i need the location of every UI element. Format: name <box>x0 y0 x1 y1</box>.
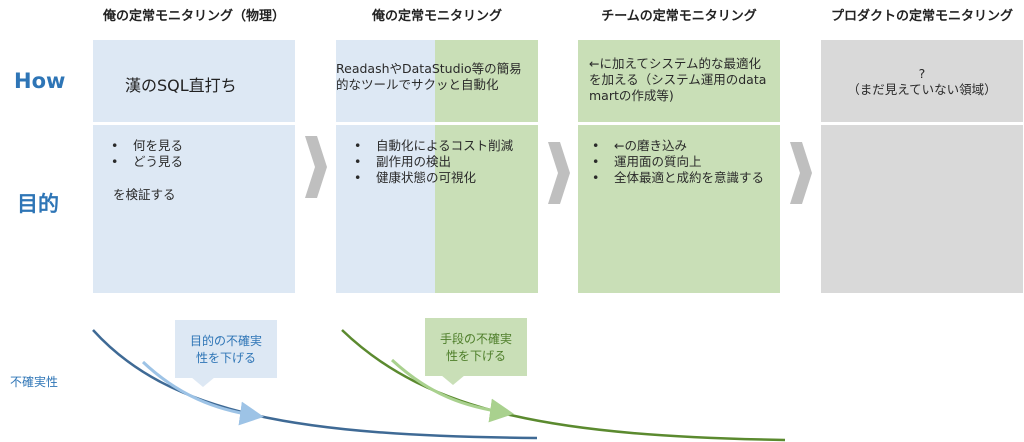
how-note-product: （まだ見えていない領域） <box>847 82 997 97</box>
how-text-mine: ReadashやDataStudio等の簡易的なツールでサクッと自動化 <box>336 61 522 92</box>
how-panel-mine: ReadashやDataStudio等の簡易的なツールでサクッと自動化 <box>336 40 538 122</box>
column-title-product: プロダクトの定常モニタリング <box>830 9 1013 24</box>
how-text-team: ←に加えてシステム的な最適化を加える（システム運用のdata martの作成等) <box>589 56 767 103</box>
purpose-panel-team: ←の磨き込み 運用面の質向上 全体最適と成約を意識する <box>578 125 780 293</box>
list-item: 何を見る <box>111 138 183 154</box>
purpose-panel-physical: 何を見る どう見る を検証する <box>93 125 295 293</box>
green-arrow <box>390 358 514 423</box>
callout-blue-pointer <box>191 377 215 387</box>
purpose-panel-product <box>821 125 1023 293</box>
how-question-product: ? <box>918 66 926 81</box>
list-item: ←の磨き込み <box>592 138 772 154</box>
callout-green-pointer <box>441 375 465 385</box>
how-panel-team: ←に加えてシステム的な最適化を加える（システム運用のdata martの作成等) <box>578 40 780 122</box>
callout-green: 手段の不確実性を下げる <box>425 318 527 376</box>
how-panel-product: ? （まだ見えていない領域） <box>821 40 1023 122</box>
list-item: 運用面の質向上 <box>592 154 772 170</box>
row-label-purpose: 目的 <box>17 192 59 216</box>
green-curve <box>341 329 786 442</box>
uncertainty-curves <box>92 329 786 442</box>
list-item: 副作用の検出 <box>354 154 513 170</box>
blue-arrow <box>141 360 264 426</box>
chevron-right-icon <box>790 142 812 204</box>
purpose-list-physical: 何を見る どう見る <box>111 138 183 170</box>
how-text-physical: 漢のSQL直打ち <box>125 76 237 95</box>
chevron-right-icon <box>305 136 327 198</box>
list-item: 自動化によるコスト削減 <box>354 138 513 154</box>
column-title-team: チームの定常モニタリング <box>601 9 757 24</box>
callout-blue-text: 目的の不確実性を下げる <box>189 334 262 365</box>
callout-green-text: 手段の不確実性を下げる <box>439 332 512 363</box>
purpose-list-team: ←の磨き込み 運用面の質向上 全体最適と成約を意識する <box>592 138 772 186</box>
list-item: どう見る <box>111 154 183 170</box>
chevron-right-icon <box>548 142 570 204</box>
how-panel-physical: 漢のSQL直打ち <box>93 40 295 122</box>
row-label-how: How <box>14 69 66 93</box>
purpose-tail-physical: を検証する <box>113 187 176 202</box>
column-title-physical: 俺の定常モニタリング（物理） <box>102 9 285 24</box>
purpose-panel-mine: 自動化によるコスト削減 副作用の検出 健康状態の可視化 <box>336 125 538 293</box>
callout-blue: 目的の不確実性を下げる <box>175 320 277 378</box>
row-label-uncertainty: 不確実性 <box>10 375 59 389</box>
list-item: 全体最適と成約を意識する <box>592 170 772 186</box>
purpose-list-mine: 自動化によるコスト削減 副作用の検出 健康状態の可視化 <box>354 138 513 186</box>
column-title-mine: 俺の定常モニタリング <box>371 9 502 24</box>
list-item: 健康状態の可視化 <box>354 170 513 186</box>
